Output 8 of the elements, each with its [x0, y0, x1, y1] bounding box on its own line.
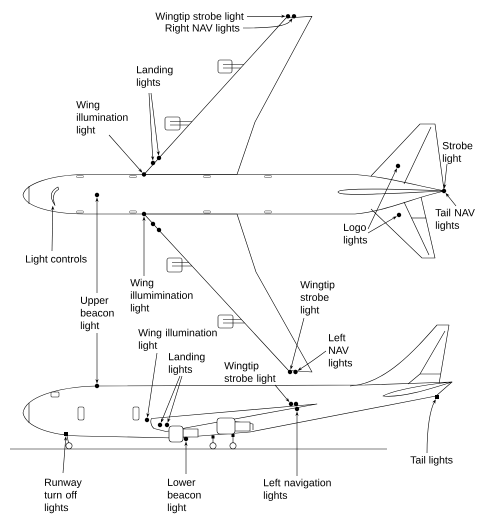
- callout-label: Lower beacon light: [168, 478, 201, 514]
- square-marker: [435, 395, 439, 399]
- callout-label: Tail NAV lights: [435, 208, 475, 231]
- callout-label: Strobe light: [442, 142, 472, 164]
- callout-label: Left navigation lights: [264, 478, 331, 501]
- square-marker: [64, 432, 68, 436]
- callout-label: Tail lights: [410, 456, 453, 466]
- callout-label: Runway turn off lights: [44, 478, 82, 514]
